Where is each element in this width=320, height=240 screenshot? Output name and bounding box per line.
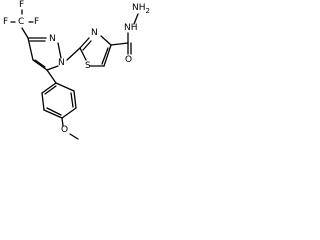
bond-pz-n2-n1 — [57, 42, 62, 59]
bond-tz-s1-c2 — [79, 47, 87, 61]
bond-o-ch3 — [69, 133, 79, 140]
atom-f-right: F — [34, 17, 39, 27]
bond-tz-c2-n3-double — [82, 40, 92, 51]
atom-nh2: NH2 — [132, 3, 150, 15]
atom-n-pyrazole-2: N — [49, 34, 56, 44]
atom-nh: NH — [124, 23, 138, 33]
bond-pz-phenyl — [46, 69, 57, 84]
bond-ph-6 — [41, 82, 57, 94]
nh2-subscript: 2 — [146, 7, 150, 15]
bond-pz-n1-c5 — [46, 65, 59, 71]
atom-c-cf3: C — [18, 17, 24, 27]
bond-ph-2 — [73, 90, 77, 109]
bond-tz-n3-c4 — [100, 35, 112, 46]
atom-n-pyrazole-1: N — [58, 58, 65, 68]
bond-c4-carbonyl — [110, 42, 129, 46]
bond-ph-5 — [41, 92, 45, 111]
bond-tz-c4-c5-double — [101, 47, 109, 65]
atom-f-left: F — [3, 17, 8, 27]
bond-pz-thiazole — [66, 47, 81, 61]
bond-ph-6-double — [44, 85, 57, 95]
atom-f-top: F — [19, 0, 24, 10]
bond-ph-3 — [61, 107, 77, 119]
atom-s-thiazole: S — [85, 61, 91, 71]
atom-o-carbonyl: O — [125, 55, 132, 65]
atom-n-thiazole: N — [91, 28, 98, 38]
bond-ph-4 — [43, 109, 63, 119]
bond-pz-c5-c4-double — [34, 59, 46, 68]
bond-pz-c5-c4 — [32, 59, 48, 71]
bond-ph-o — [61, 117, 64, 127]
bond-ph-1 — [55, 82, 75, 92]
bond-pz-c4-c3 — [27, 37, 34, 61]
bond-ph-4-double — [46, 107, 62, 116]
bond-tz-c2-n3 — [79, 37, 90, 49]
bond-tz-c4-c5 — [103, 44, 112, 67]
bond-nh-nh2 — [133, 13, 139, 25]
bond-cf3-ring — [21, 27, 29, 39]
bond-ph-2-double — [70, 92, 74, 108]
atom-o-methoxy: O — [61, 125, 68, 135]
molecule-structure: F F F C N N N S O NH NH2 O — [3, 0, 150, 140]
